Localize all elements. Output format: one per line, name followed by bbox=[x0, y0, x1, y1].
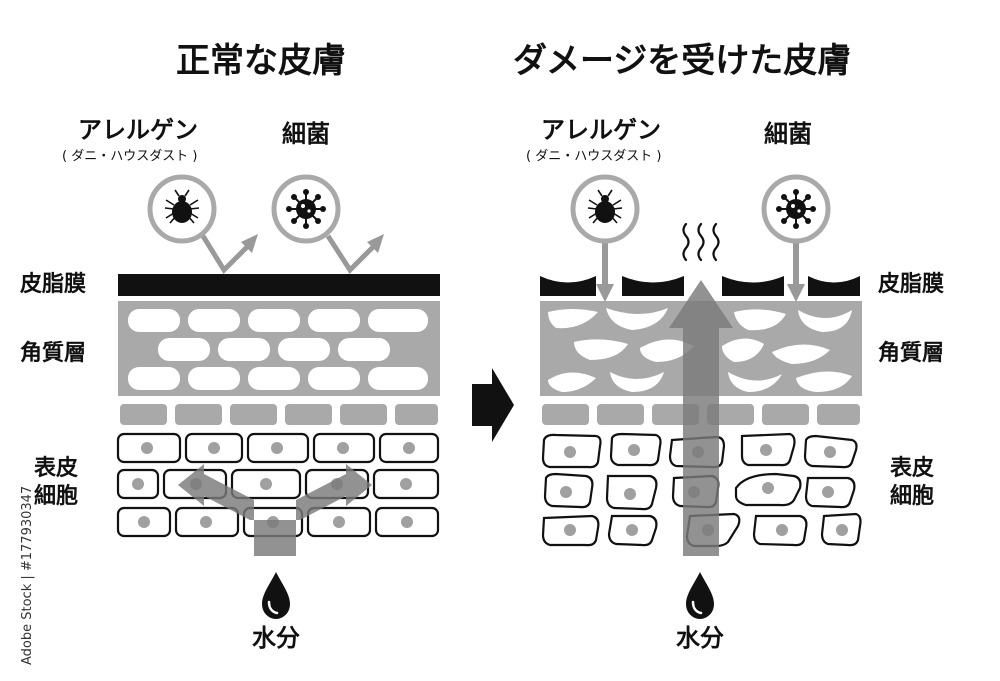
normal-water-retention-arrows bbox=[178, 464, 372, 556]
normal-sebum-label: 皮脂膜 bbox=[20, 272, 87, 297]
damaged-water-escape-arrow bbox=[669, 280, 733, 556]
normal-water-drop-icon bbox=[260, 570, 292, 621]
damaged-skin bbox=[540, 174, 862, 621]
damaged-epidermis-label-1: 表皮 bbox=[890, 456, 935, 481]
damaged-sebum-label: 皮脂膜 bbox=[878, 272, 945, 297]
damaged-epidermis-label-2: 細胞 bbox=[890, 484, 935, 509]
damaged-sebum-film bbox=[540, 276, 860, 296]
normal-allergen-label: アレルゲン bbox=[78, 116, 198, 144]
normal-bacteria-icon bbox=[271, 174, 341, 244]
damaged-water-label: 水分 bbox=[676, 624, 724, 652]
right-arrow-icon bbox=[472, 368, 514, 442]
heat-wave-icon bbox=[682, 222, 720, 262]
damaged-title: ダメージを受けた皮膚 bbox=[513, 41, 852, 81]
damaged-allergen-note: ( ダニ・ハウスダスト ) bbox=[526, 149, 662, 164]
damaged-mite-icon bbox=[570, 174, 640, 244]
damaged-granular-layer bbox=[542, 404, 860, 425]
normal-title: 正常な皮膚 bbox=[176, 41, 346, 81]
damaged-water-drop-icon bbox=[684, 570, 716, 621]
normal-mite-icon bbox=[147, 174, 217, 244]
normal-water-label: 水分 bbox=[252, 624, 300, 652]
normal-epidermis-label-1: 表皮 bbox=[34, 456, 79, 481]
damaged-bacteria-label: 細菌 bbox=[764, 120, 812, 148]
normal-epidermis-label-2: 細胞 bbox=[34, 484, 79, 509]
damaged-stratum-label: 角質層 bbox=[878, 341, 945, 366]
normal-skin bbox=[116, 174, 440, 621]
damaged-penetrate-arrows bbox=[596, 238, 805, 302]
damaged-bacteria-icon bbox=[761, 174, 831, 244]
normal-stratum-corneum bbox=[118, 301, 440, 396]
normal-deflect-arrows bbox=[200, 234, 376, 275]
normal-sebum-film bbox=[118, 274, 440, 296]
normal-bacteria-label: 細菌 bbox=[282, 120, 330, 148]
normal-stratum-label: 角質層 bbox=[20, 341, 87, 366]
normal-granular-layer bbox=[120, 404, 438, 425]
normal-allergen-note: ( ダニ・ハウスダスト ) bbox=[62, 149, 198, 164]
damaged-allergen-label: アレルゲン bbox=[541, 116, 661, 144]
